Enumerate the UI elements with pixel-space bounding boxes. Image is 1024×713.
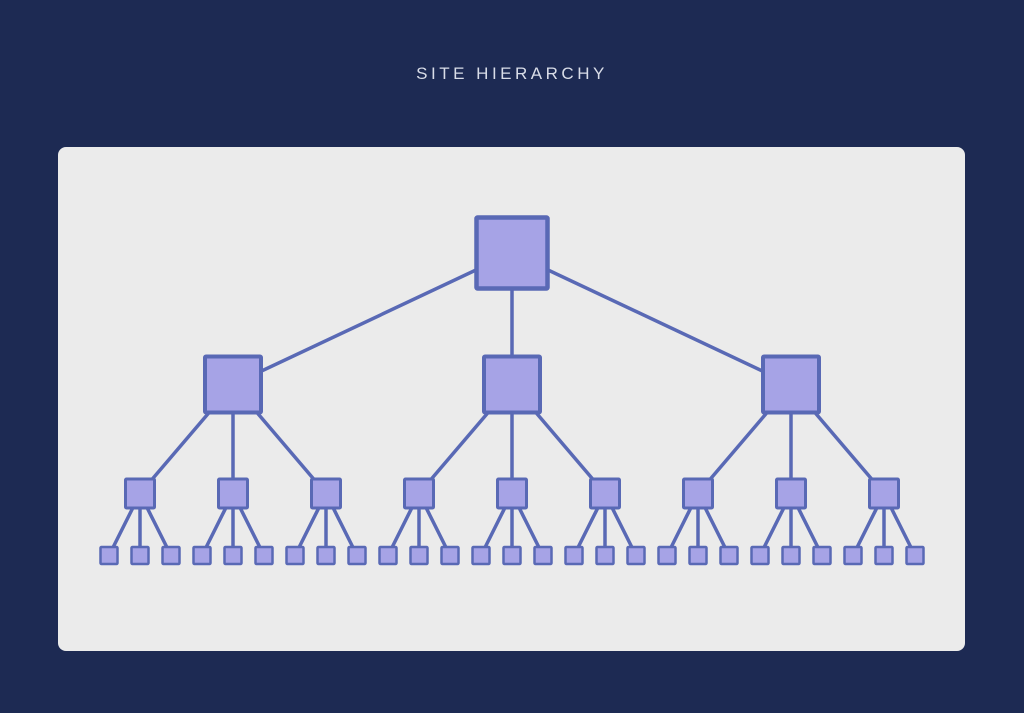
tree-node-level4-15 bbox=[533, 545, 553, 566]
tree-node-level4-22 bbox=[750, 545, 770, 566]
tree-node-level4-23 bbox=[781, 545, 801, 566]
tree-node-level4-4 bbox=[192, 545, 212, 566]
tree-node-level4-7 bbox=[285, 545, 305, 566]
tree-node-level4-18 bbox=[626, 545, 646, 566]
tree-node-level2-2 bbox=[482, 354, 542, 415]
tree-node-level3-1 bbox=[124, 477, 156, 510]
tree-node-level4-26 bbox=[874, 545, 894, 566]
tree-node-level4-9 bbox=[347, 545, 367, 566]
tree-node-level4-10 bbox=[378, 545, 398, 566]
tree-node-level3-4 bbox=[403, 477, 435, 510]
tree-node-level2-3 bbox=[761, 354, 821, 415]
tree-node-level4-13 bbox=[471, 545, 491, 566]
diagram-card bbox=[58, 147, 965, 651]
tree-node-level4-6 bbox=[254, 545, 274, 566]
tree-node-level4-17 bbox=[595, 545, 615, 566]
connector-line bbox=[232, 251, 513, 387]
tree-node-level4-8 bbox=[316, 545, 336, 566]
tree-node-level3-2 bbox=[217, 477, 249, 510]
page-title: SITE HIERARCHY bbox=[416, 64, 608, 83]
tree-node-level4-21 bbox=[719, 545, 739, 566]
tree-node-level4-24 bbox=[812, 545, 832, 566]
tree-node-level4-2 bbox=[130, 545, 150, 566]
tree-node-level2-1 bbox=[203, 354, 263, 415]
tree-node-level4-16 bbox=[564, 545, 584, 566]
tree-node-level4-27 bbox=[905, 545, 925, 566]
site-hierarchy-diagram bbox=[99, 215, 925, 566]
tree-node-level4-25 bbox=[843, 545, 863, 566]
tree-node-level3-7 bbox=[682, 477, 714, 510]
tree-node-level4-3 bbox=[161, 545, 181, 566]
connector-line bbox=[511, 251, 792, 387]
tree-node-level4-14 bbox=[502, 545, 522, 566]
tree-node-level4-1 bbox=[99, 545, 119, 566]
tree-node-root bbox=[474, 215, 550, 291]
tree-node-level4-19 bbox=[657, 545, 677, 566]
tree-node-level3-9 bbox=[868, 477, 900, 510]
tree-node-level3-3 bbox=[310, 477, 342, 510]
tree-node-level4-11 bbox=[409, 545, 429, 566]
tree-node-level3-8 bbox=[775, 477, 807, 510]
tree-node-level3-6 bbox=[589, 477, 621, 510]
tree-node-level4-12 bbox=[440, 545, 460, 566]
tree-node-level3-5 bbox=[496, 477, 528, 510]
tree-node-level4-5 bbox=[223, 545, 243, 566]
tree-node-level4-20 bbox=[688, 545, 708, 566]
